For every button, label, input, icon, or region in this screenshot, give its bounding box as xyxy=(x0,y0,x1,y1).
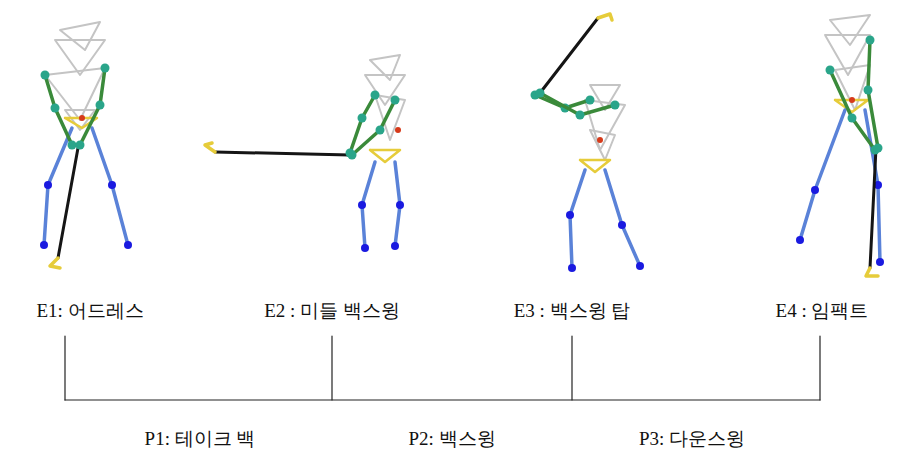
leg-joint xyxy=(124,241,132,249)
arm-joint xyxy=(826,66,835,75)
phase-label: P1: 테이크 백 xyxy=(145,428,256,451)
arm-joint xyxy=(51,104,60,113)
club-head xyxy=(598,14,612,20)
arm-joint xyxy=(848,114,857,123)
golf-club xyxy=(58,148,78,258)
leg-joint xyxy=(811,186,819,194)
torso-frame xyxy=(60,22,100,50)
golf-club xyxy=(540,18,598,93)
leg-joint xyxy=(566,211,574,219)
bracket-tick xyxy=(571,336,572,400)
arm-joint xyxy=(68,141,77,150)
torso-frame xyxy=(830,15,870,45)
leg-joint xyxy=(876,258,884,266)
phase-label: P3: 다운스윙 xyxy=(639,428,745,451)
leg-segment xyxy=(92,128,128,245)
leg-segment xyxy=(800,110,845,240)
golfer-figure xyxy=(205,55,405,252)
center-marker xyxy=(849,97,855,103)
phase-bracket xyxy=(65,336,820,400)
event-label: E3 : 백스윙 탑 xyxy=(514,300,631,323)
bracket-tick xyxy=(331,336,332,400)
golfer-figure xyxy=(796,15,884,276)
arm-joint xyxy=(101,64,110,73)
leg-joint xyxy=(636,262,644,270)
arm-joint xyxy=(536,89,545,98)
torso-frame xyxy=(590,130,615,160)
arm-joint xyxy=(866,36,875,45)
arm-joint xyxy=(371,91,380,100)
arm-segment xyxy=(352,100,395,155)
arm-joint xyxy=(391,96,400,105)
leg-joint xyxy=(396,201,404,209)
leg-joint xyxy=(361,244,369,252)
center-marker xyxy=(79,115,85,121)
arm-joint xyxy=(76,141,85,150)
leg-joint xyxy=(108,181,116,189)
golfer-figure xyxy=(40,22,132,268)
torso-frame xyxy=(375,95,405,140)
bracket-tick xyxy=(64,336,65,400)
arm-joint xyxy=(864,86,873,95)
event-label: E4 : 임팩트 xyxy=(776,300,869,323)
arm-segment xyxy=(80,68,105,145)
event-label: E1: 어드레스 xyxy=(36,300,143,323)
bracket-line xyxy=(65,399,820,400)
leg-joint xyxy=(358,201,366,209)
leg-joint xyxy=(618,221,626,229)
event-label: E2 : 미들 백스윙 xyxy=(264,300,400,323)
arm-joint xyxy=(611,101,620,110)
golf-club xyxy=(870,148,876,268)
leg-joint xyxy=(44,181,52,189)
leg-joint xyxy=(568,264,576,272)
golfer-figure xyxy=(531,14,645,272)
arm-joint xyxy=(586,96,595,105)
leg-segment xyxy=(605,170,640,266)
golf-club xyxy=(215,152,350,155)
club-head xyxy=(866,268,878,276)
arm-joint xyxy=(576,111,585,120)
arm-segment xyxy=(45,75,72,145)
pelvis-frame xyxy=(370,150,400,162)
arm-joint xyxy=(358,114,367,123)
club-head xyxy=(50,258,60,268)
arm-joint xyxy=(376,126,385,135)
leg-joint xyxy=(391,242,399,250)
center-marker xyxy=(395,127,401,133)
leg-joint xyxy=(796,236,804,244)
bracket-tick xyxy=(819,336,820,400)
arm-joint xyxy=(41,71,50,80)
arm-joint xyxy=(348,151,357,160)
center-marker xyxy=(597,137,603,143)
arm-joint xyxy=(874,144,883,153)
leg-segment xyxy=(570,170,585,268)
club-head xyxy=(205,143,215,152)
arm-joint xyxy=(96,101,105,110)
phase-label: P2: 백스윙 xyxy=(408,428,495,451)
torso-frame xyxy=(370,55,400,80)
leg-joint xyxy=(40,241,48,249)
